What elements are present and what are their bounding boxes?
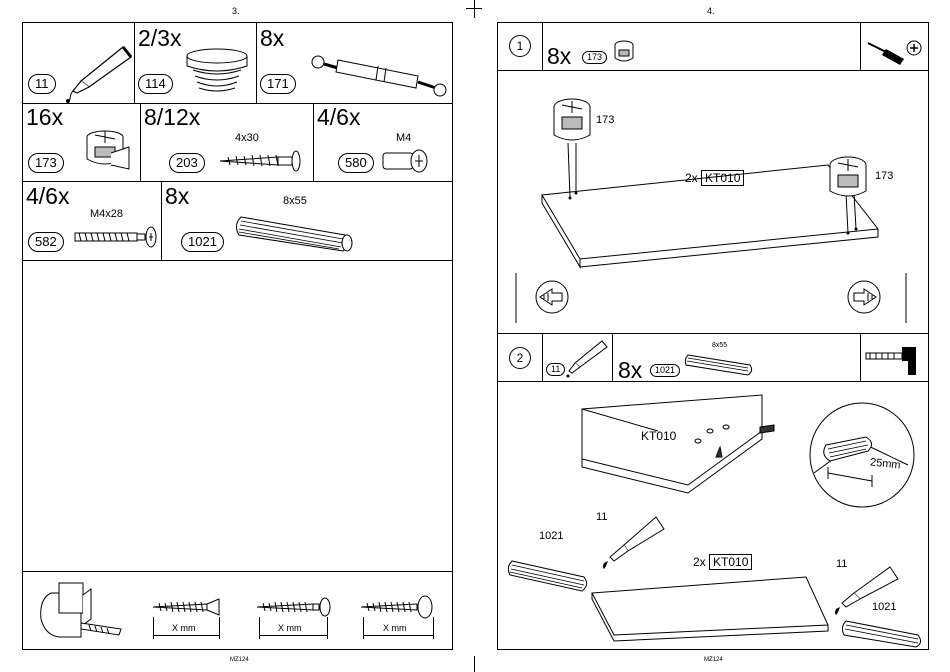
step-1-label-a: 173 <box>596 114 614 126</box>
part-size-582: M4x28 <box>90 208 123 220</box>
step-2-panel-count: 2x <box>693 555 706 569</box>
dowel-icon <box>233 213 358 257</box>
cam-lock-icon <box>554 99 590 140</box>
part-qty-203: 8/12x <box>144 106 200 129</box>
part-code-203: 203 <box>169 153 205 173</box>
step-2-panel-code: KT010 <box>709 554 752 570</box>
glue-tube-icon <box>63 43 133 103</box>
right-page-number: 4. <box>707 6 715 16</box>
screwdriver-icon <box>866 37 926 67</box>
measure-label: X mm <box>383 623 407 633</box>
left-footer: MZ124 <box>230 657 249 663</box>
hammer-icon <box>864 343 924 377</box>
crop-mark <box>474 0 475 18</box>
left-page-number: 3. <box>232 6 240 16</box>
right-page: 1 8x 173 <box>497 22 929 650</box>
machine-screw-icon <box>73 225 163 249</box>
step-2-size: 8x55 <box>712 342 727 349</box>
part-qty-582: 4/6x <box>26 185 69 208</box>
step-2-drawing <box>498 385 928 647</box>
left-page: 11 2/3x 114 8x 171 16x 173 8/12x 4x30 20… <box>22 22 453 650</box>
right-footer: MZ124 <box>704 657 723 663</box>
measure-line <box>363 635 433 636</box>
step-2-dowel-label-right: 1021 <box>872 601 896 613</box>
part-size-580: M4 <box>396 132 411 144</box>
part-code-1021: 1021 <box>181 232 224 252</box>
part-code-173: 173 <box>28 153 64 173</box>
step-2-code: 1021 <box>650 364 680 377</box>
part-code-580: 580 <box>338 153 374 173</box>
cam-lock-section-icon <box>33 579 123 645</box>
measure-label: X mm <box>278 623 302 633</box>
step-2-dowel-label-left: 1021 <box>539 530 563 542</box>
crop-mark <box>474 656 475 672</box>
step-2-qty: 8x <box>618 359 642 382</box>
step-1-label-b: 173 <box>875 170 893 182</box>
wood-screw-icon <box>218 149 308 173</box>
countersunk-screw-icon <box>151 597 231 617</box>
dowel-icon <box>684 353 756 377</box>
step-1-number: 1 <box>509 35 531 57</box>
measure-line <box>259 635 327 636</box>
part-qty-171: 8x <box>260 27 284 50</box>
cam-lock-icon <box>830 157 866 196</box>
part-code-582: 582 <box>28 232 64 252</box>
insert-nut-icon <box>381 147 431 175</box>
cam-lock-icon <box>612 40 638 66</box>
step-1-qty: 8x <box>547 45 571 68</box>
glue-tube-icon <box>564 339 608 379</box>
step-1-panel-label: 2x KT010 <box>685 171 744 185</box>
connecting-bolt-icon <box>308 48 448 98</box>
measure-label: X mm <box>172 623 196 633</box>
step-1-panel-code: KT010 <box>701 170 744 186</box>
step-2-glue-label-right: 11 <box>836 558 847 570</box>
part-qty-114: 2/3x <box>138 27 181 50</box>
pan-head-screw-icon <box>359 595 439 619</box>
part-code-11: 11 <box>28 74 56 94</box>
step-1-drawing <box>518 83 918 323</box>
part-qty-1021: 8x <box>165 185 189 208</box>
step-2-number: 2 <box>509 347 531 369</box>
measure-line <box>153 635 219 636</box>
part-code-114: 114 <box>138 74 173 94</box>
part-qty-173: 16x <box>26 106 63 129</box>
step-2-glue-label-left: 11 <box>596 511 607 523</box>
part-code-171: 171 <box>260 74 296 94</box>
raised-screw-icon <box>255 597 335 617</box>
step-2-panel-label: 2x KT010 <box>693 555 752 569</box>
step-1-panel-count: 2x <box>685 171 698 185</box>
step-1-code: 173 <box>582 51 607 64</box>
crop-mark <box>466 8 482 9</box>
step-2-glue-code: 11 <box>546 363 565 376</box>
cam-lock-icon <box>81 129 131 174</box>
step-2-panel-label-top: KT010 <box>641 429 676 443</box>
part-size-1021: 8x55 <box>283 195 307 207</box>
end-cap-icon <box>183 48 253 98</box>
part-qty-580: 4/6x <box>317 106 360 129</box>
part-size-203: 4x30 <box>235 132 259 144</box>
